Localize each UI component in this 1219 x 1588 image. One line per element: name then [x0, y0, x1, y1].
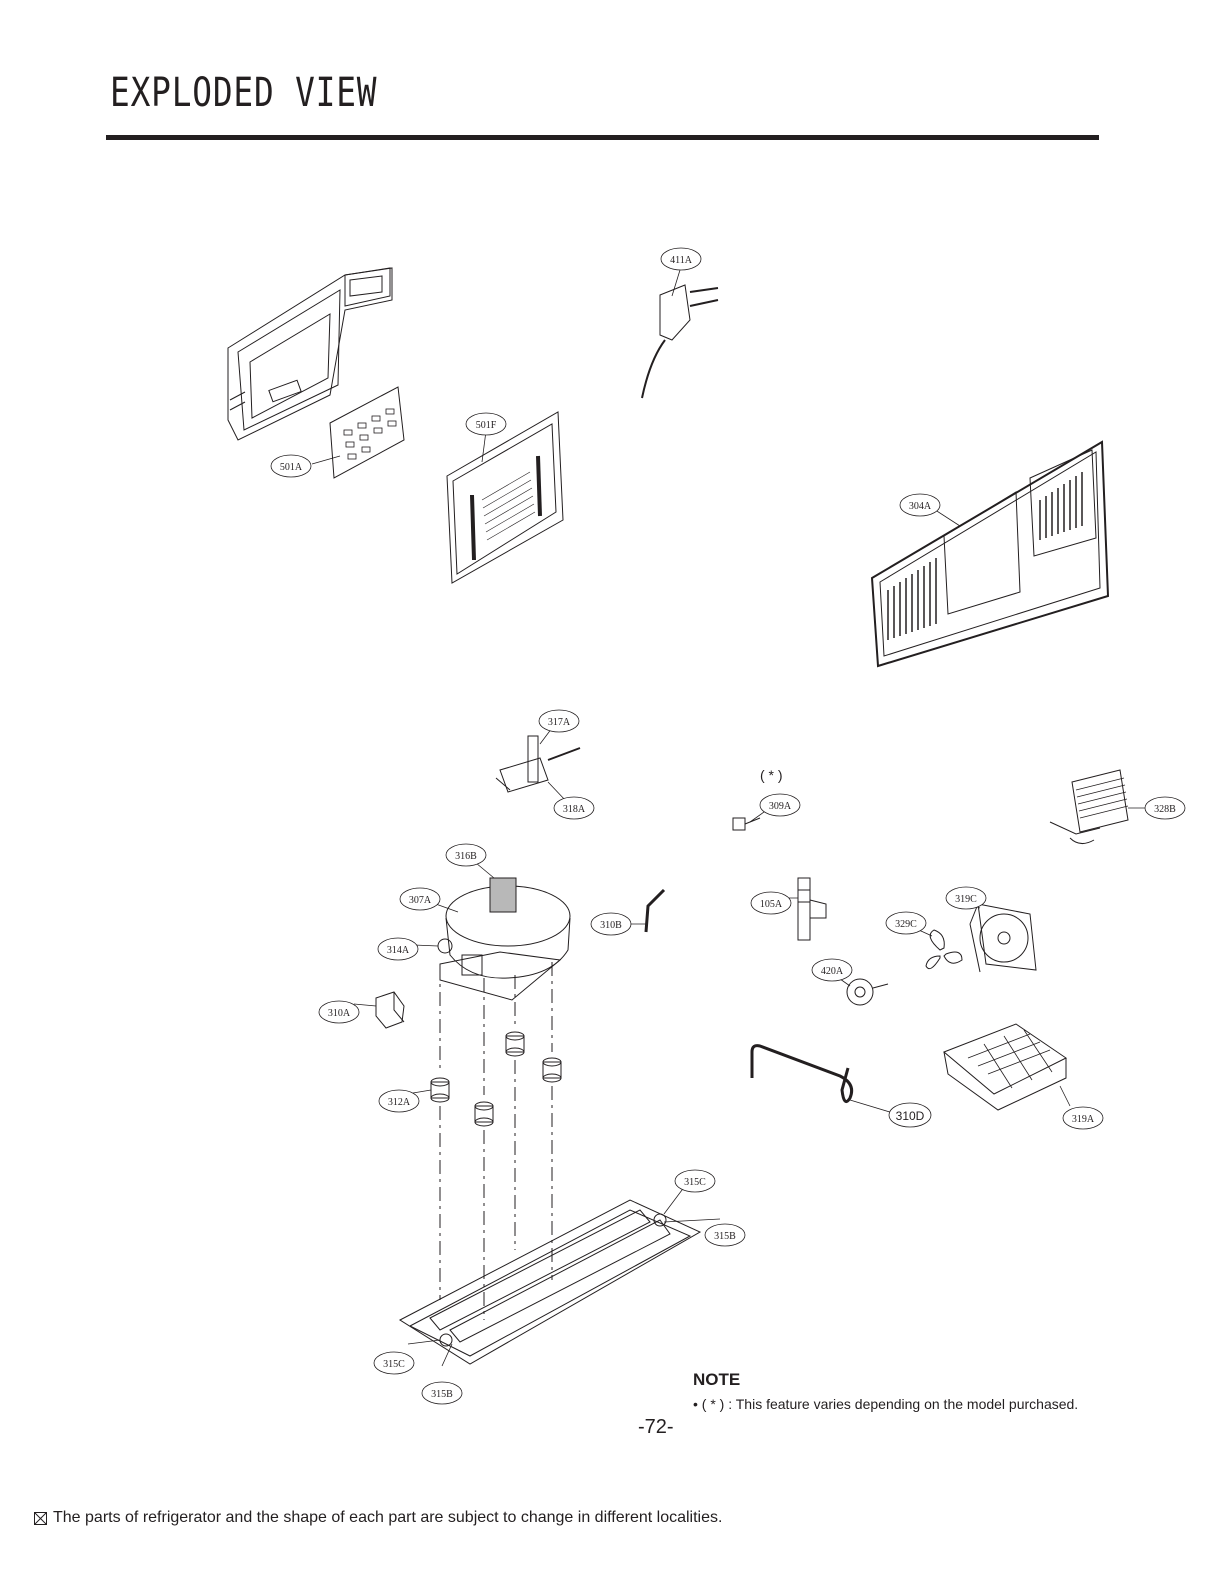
sensor-309a [732, 817, 761, 831]
callout-501A: 501A [270, 454, 312, 478]
svg-text:310B: 310B [600, 920, 622, 931]
compressor [439, 877, 571, 1001]
callout-310A: 310A [318, 1000, 360, 1024]
svg-text:420A: 420A [821, 966, 844, 977]
svg-text:309A: 309A [769, 801, 792, 812]
svg-text:304A: 304A [909, 501, 932, 512]
title-rule [106, 135, 1099, 140]
callout-310B: 310B [590, 912, 632, 936]
fan-housing [969, 903, 1037, 973]
svg-text:318A: 318A [563, 804, 586, 815]
callout-319A: 319A [1062, 1106, 1104, 1130]
callout-315B-top: 315B [704, 1223, 746, 1247]
callout-315C-top: 315C [674, 1169, 716, 1193]
svg-text:315B: 315B [431, 1389, 453, 1400]
machine-room-cover [870, 440, 1110, 668]
callout-314A: 314A [377, 937, 419, 961]
callout-328B: 328B [1144, 796, 1186, 820]
callout-105A: 105A [750, 891, 792, 915]
callout-307A: 307A [399, 887, 441, 911]
control-cover [446, 411, 564, 584]
callout-501F: 501F [465, 412, 507, 436]
overload-protector [375, 991, 405, 1029]
svg-text:105A: 105A [760, 899, 783, 910]
svg-text:501F: 501F [476, 420, 497, 431]
svg-text:328B: 328B [1154, 804, 1176, 815]
callout-420A: 420A [811, 958, 853, 982]
fan-blade [925, 929, 963, 970]
callout-315C-bottom: 315C [373, 1351, 415, 1375]
page-number: -72- [638, 1416, 674, 1438]
boxed-x-icon [34, 1511, 47, 1525]
note-heading: NOTE [693, 1370, 741, 1389]
svg-text:314A: 314A [387, 945, 410, 956]
svg-text:310A: 310A [328, 1008, 351, 1019]
disclaimer-text: The parts of refrigerator and the shape … [53, 1509, 723, 1526]
relay-part [495, 735, 581, 793]
note-text: • ( * ) : This feature varies depending … [693, 1396, 1079, 1412]
optional-marker: ( * ) [760, 767, 783, 783]
fan-motor [846, 978, 889, 1006]
assembly-lines [439, 962, 553, 1320]
svg-text:312A: 312A [388, 1097, 411, 1108]
callout-315B-bottom: 315B [421, 1381, 463, 1405]
base-plate [398, 1199, 702, 1365]
callout-304A: 304A [899, 493, 941, 517]
callout-309A: 309A [759, 793, 801, 817]
pipe-310d [750, 1044, 854, 1104]
leader-lines [311, 269, 1145, 1367]
callout-317A: 317A [538, 709, 580, 733]
svg-text:316B: 316B [455, 851, 477, 862]
callout-310D: 310D [888, 1102, 932, 1128]
condenser [1049, 769, 1129, 844]
callout-319C: 319C [945, 886, 987, 910]
svg-text:411A: 411A [670, 255, 693, 266]
svg-text:315B: 315B [714, 1231, 736, 1242]
svg-text:315C: 315C [383, 1359, 405, 1370]
svg-text:329C: 329C [895, 919, 917, 930]
page-title: EXPLODED VIEW [110, 70, 378, 116]
callout-312A: 312A [378, 1089, 420, 1113]
svg-text:501A: 501A [280, 462, 303, 473]
drain-pipe [797, 877, 827, 941]
evaporating-tray [943, 1023, 1067, 1111]
svg-text:307A: 307A [409, 895, 432, 906]
callout-318A: 318A [553, 796, 595, 820]
svg-text:319A: 319A [1072, 1114, 1095, 1125]
callout-316B: 316B [445, 843, 487, 867]
svg-text:310D: 310D [896, 1109, 925, 1123]
footer-disclaimer: The parts of refrigerator and the shape … [34, 1509, 722, 1527]
callout-329C: 329C [885, 911, 927, 935]
svg-text:315C: 315C [684, 1177, 706, 1188]
display-pcb [329, 386, 405, 479]
control-box-frame [227, 267, 393, 441]
grommet [437, 938, 453, 954]
pipe-310b [644, 888, 666, 933]
svg-text:317A: 317A [548, 717, 571, 728]
callout-411A: 411A [660, 247, 702, 271]
rubber-feet [430, 1031, 562, 1127]
power-cord [641, 284, 719, 399]
svg-text:319C: 319C [955, 894, 977, 905]
